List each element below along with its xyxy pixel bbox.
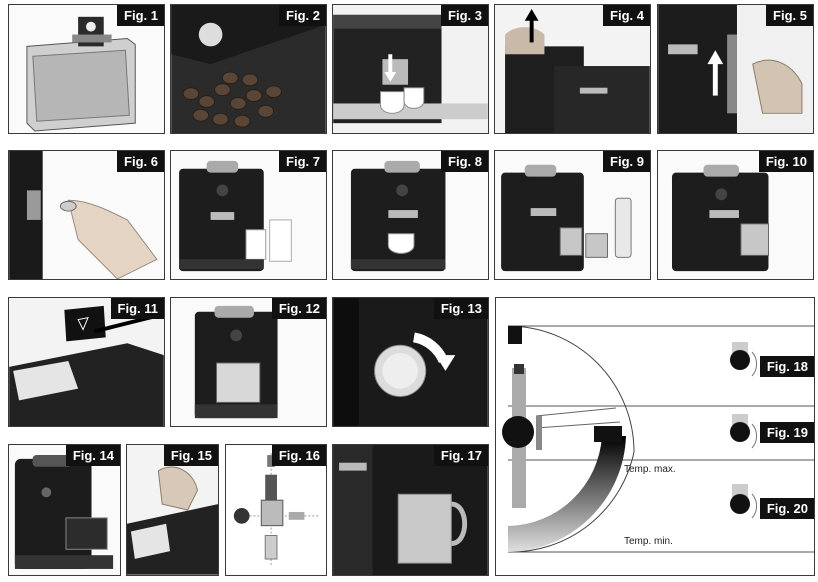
drip-tray-illustration [495, 5, 650, 133]
figure-label: Fig. 7 [279, 151, 326, 172]
figure-label: Fig. 9 [603, 151, 650, 172]
figure-4-remove-tray: Fig. 4 [494, 4, 651, 134]
water-tank-illustration [9, 5, 164, 133]
figure-label: Fig. 14 [65, 445, 120, 466]
machine-illustration [333, 151, 488, 279]
figure-label: Fig. 17 [433, 445, 488, 466]
figure-1-water-tank: Fig. 1 [8, 4, 165, 134]
figure-label: Fig. 15 [163, 445, 218, 466]
figure-12-machine-glass-jug: Fig. 12 [170, 297, 327, 427]
figure-5-insert-part: Fig. 5 [657, 4, 814, 134]
figure-13-rotary-switch: Fig. 13 [332, 297, 489, 427]
figure-label: Fig. 13 [433, 298, 488, 319]
figure-label: Fig. 1 [117, 5, 164, 26]
figure-14-machine: Fig. 14 [8, 444, 121, 576]
machine-jug-illustration [658, 151, 813, 279]
figure-label: Fig. 2 [279, 5, 326, 26]
figure-label: Fig. 10 [758, 151, 813, 172]
figure-label: Fig. 12 [271, 298, 326, 319]
hand-adjust-illustration [9, 151, 164, 279]
figure-9-machine-jugs: Fig. 9 [494, 150, 651, 280]
figure-label: Fig. 4 [603, 5, 650, 26]
figures-18-20-temperature-panel: Fig. 18 Fig. 19 Fig. 20 Temp. max. Temp.… [495, 297, 815, 576]
figure-label: Fig. 20 [759, 498, 814, 519]
figure-2-coffee-beans: Fig. 2 [170, 4, 327, 134]
temperature-max-label: Temp. max. [624, 464, 676, 475]
temperature-min-label: Temp. min. [624, 536, 673, 547]
insert-illustration [658, 5, 813, 133]
spout-illustration [333, 5, 488, 133]
figure-label: Fig. 18 [759, 356, 814, 377]
figure-label: Fig. 6 [117, 151, 164, 172]
machine-illustration [171, 151, 326, 279]
figure-label: Fig. 19 [759, 422, 814, 443]
figure-15-hand-filter: Fig. 15 [126, 444, 219, 576]
figure-17-jug-under-spout: Fig. 17 [332, 444, 489, 576]
jug-under-spout-illustration [333, 445, 488, 575]
figure-16-nozzle-parts: Fig. 16 [225, 444, 327, 576]
machine-illustration [9, 445, 120, 575]
figure-label: Fig. 3 [441, 5, 488, 26]
figure-8-machine-with-cup: Fig. 8 [332, 150, 489, 280]
figure-7-machine-with-milk: Fig. 7 [170, 150, 327, 280]
figure-label: Fig. 8 [441, 151, 488, 172]
rotary-switch-illustration [333, 298, 488, 426]
figure-label: Fig. 5 [766, 5, 813, 26]
machine-glass-jug-illustration [171, 298, 326, 426]
machine-jugs-illustration [495, 151, 650, 279]
figure-3-cup-under-spout: Fig. 3 [332, 4, 489, 134]
figure-6-hand-adjusts: Fig. 6 [8, 150, 165, 280]
temperature-diagram [502, 325, 814, 553]
bean-container-illustration [171, 5, 326, 133]
figure-label: Fig. 11 [110, 298, 164, 319]
figure-10-machine-jug: Fig. 10 [657, 150, 814, 280]
figure-11-tablet-insert: Fig. 11 [8, 297, 165, 427]
figure-label: Fig. 16 [271, 445, 326, 466]
tablet-insert-illustration [9, 298, 164, 426]
nozzle-parts-illustration [226, 445, 326, 575]
hand-filter-illustration [127, 445, 218, 575]
